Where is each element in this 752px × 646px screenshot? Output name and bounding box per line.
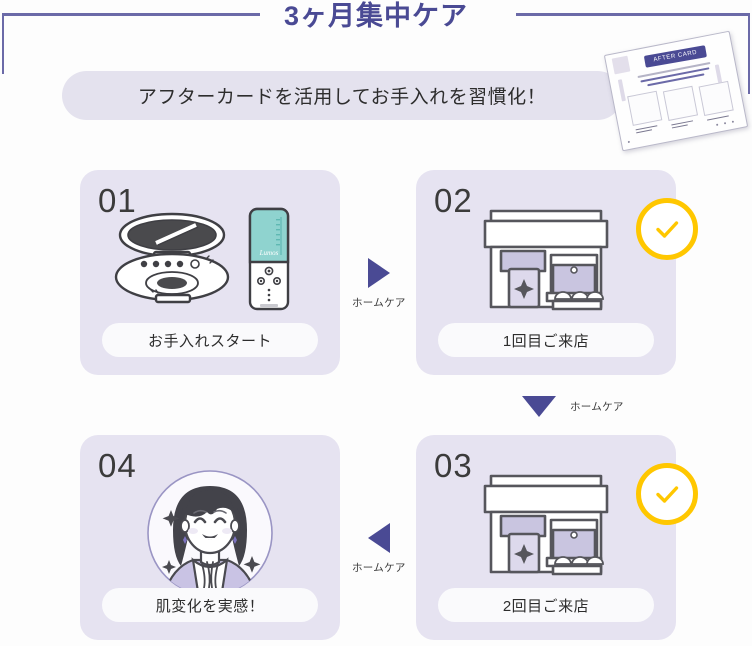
step-illustration-smiling-woman [80, 469, 340, 596]
step-card-03[interactable]: 03 2回目ご来店 [416, 435, 698, 640]
card-panel [662, 85, 699, 121]
step-card-01[interactable]: 01 [80, 170, 340, 375]
step-number: 03 [434, 447, 473, 484]
card-logo-dot [627, 140, 631, 144]
arrow-right-icon [367, 258, 390, 288]
frame-top-right-rule [516, 13, 750, 16]
svg-text:Lumos: Lumos [259, 249, 279, 257]
banner-text: アフターカードを活用してお手入れを習慣化！ [137, 87, 547, 108]
connector-step2-to-step3: ホームケア [522, 396, 624, 417]
connector-step1-to-step2: ホームケア [352, 258, 406, 310]
card-swatch [611, 55, 631, 75]
after-card-illustration: AFTER CARD [603, 30, 749, 152]
step-number: 02 [434, 182, 473, 219]
woman-portrait-icon [147, 470, 273, 596]
step-label: お手入れスタート [102, 323, 318, 357]
card-panel [627, 90, 663, 126]
card-dot [723, 122, 727, 125]
arrow-down-icon [522, 396, 556, 417]
frame-top-left-rule [2, 13, 260, 16]
card-caption [707, 115, 729, 121]
connector-label: ホームケア [570, 401, 624, 413]
check-icon [656, 221, 679, 238]
step-number: 04 [98, 447, 137, 484]
step-illustration-compact-and-device: Lumos [80, 204, 340, 316]
completed-check-badge [636, 463, 698, 525]
card-caption [671, 124, 688, 129]
step-number: 01 [98, 182, 137, 219]
arrow-left-icon [367, 523, 390, 553]
page-title: 3ヶ月集中ケア [283, 1, 469, 31]
step-card-04[interactable]: 04 [80, 435, 340, 640]
banner-pill: アフターカードを活用してお手入れを習慣化！ [62, 71, 622, 120]
step-label: 1回目ご来店 [438, 323, 654, 357]
compact-case-icon: Lumos [114, 207, 290, 311]
card-caption [636, 129, 653, 134]
card-panel [698, 80, 734, 117]
step-illustration-storefront [416, 469, 676, 581]
step-label: 2回目ご来店 [438, 588, 654, 622]
card-swatch [617, 79, 626, 102]
step-card-02[interactable]: 02 1回目ご来店 [416, 170, 698, 375]
check-icon [656, 486, 679, 503]
frame-right-rule [748, 14, 750, 94]
step-label: 肌変化を実感！ [102, 588, 318, 622]
storefront-icon [483, 209, 609, 311]
card-dot [731, 120, 735, 123]
frame-left-rule [2, 14, 4, 74]
after-card-body: AFTER CARD [603, 30, 749, 152]
connector-label: ホームケア [352, 562, 406, 574]
card-dot [716, 123, 719, 126]
connector-step3-to-step4: ホームケア [352, 523, 406, 575]
step-illustration-storefront [416, 204, 676, 316]
storefront-icon [483, 474, 609, 576]
connector-label: ホームケア [352, 297, 406, 309]
completed-check-badge [636, 198, 698, 260]
